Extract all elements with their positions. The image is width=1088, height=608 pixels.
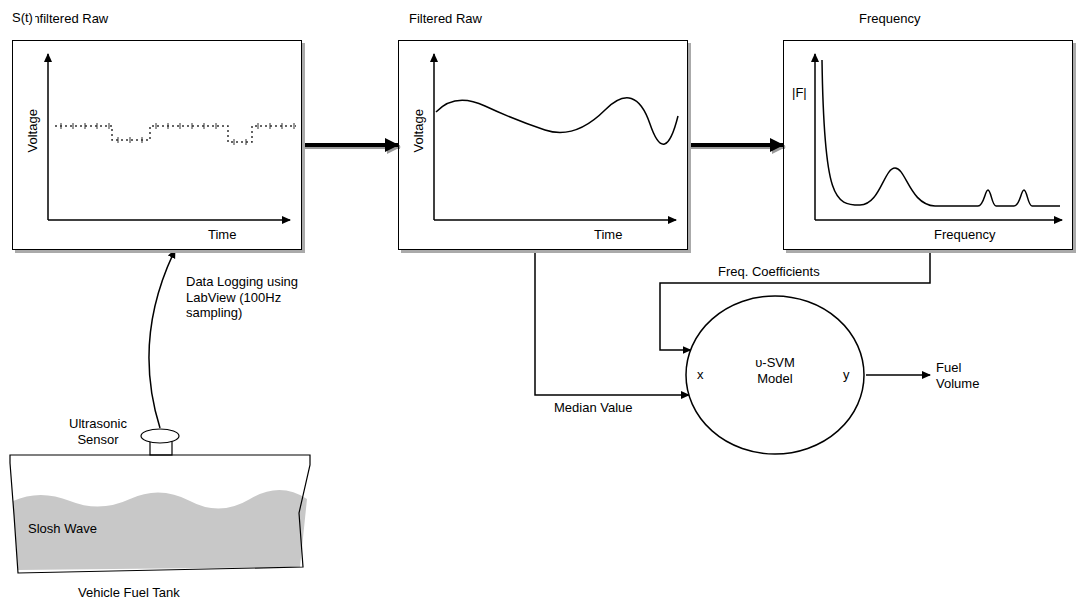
fuel-liquid — [13, 490, 307, 570]
port-label: x — [697, 367, 711, 383]
spectrum-curve — [822, 60, 1060, 206]
port-label: y — [843, 367, 857, 383]
model-circle — [686, 296, 864, 454]
edge-label: Median Value — [552, 400, 635, 416]
output-arrow — [866, 374, 930, 376]
fuel-tank-outline — [10, 455, 310, 580]
fuel-tank: Slosh WaveVehicle Fuel Tank — [10, 455, 310, 580]
panel-heading: Filtered Raw — [409, 11, 609, 27]
filtered-signal — [436, 98, 678, 144]
axis-label: Frequency — [934, 227, 1024, 243]
plot-axes — [48, 54, 1062, 220]
logging-note: Data Logging using LabView (100Hz sampli… — [186, 274, 316, 321]
connector — [149, 250, 175, 428]
axis-label: |F| — [792, 85, 816, 101]
model-label: υ-SVM Model — [745, 355, 805, 386]
panel-heading: Unfiltered Raw — [23, 11, 223, 27]
ultrasonic-sensor-outline — [140, 428, 180, 455]
svm-model: x υ-SVM Model y — [685, 295, 865, 455]
plot-panel: Frequency|F|Frequency — [783, 40, 1073, 250]
panel-heading: Frequency — [859, 11, 1009, 27]
plot-panel: Unfiltered RawVoltageTime — [12, 40, 302, 250]
axis-label: Voltage — [411, 106, 427, 156]
sensor-label: Ultrasonic Sensor — [60, 416, 136, 447]
edge-label: Freq. Coefficients — [716, 264, 822, 280]
flow-arrow — [688, 143, 783, 147]
axis-label: Time — [208, 227, 268, 243]
edge-label: S(t) — [10, 10, 35, 26]
tank-label: Slosh Wave — [28, 521, 138, 537]
ultrasonic-sensor: Ultrasonic Sensor — [140, 428, 180, 455]
output-label: Fuel Volume — [936, 360, 988, 391]
connector — [535, 250, 689, 395]
tank-outline — [10, 455, 310, 573]
axis-label: Time — [594, 227, 654, 243]
sensor-head — [141, 429, 179, 443]
plot-panel: Filtered RawVoltageTime — [398, 40, 688, 250]
tank-caption: Vehicle Fuel Tank — [78, 585, 238, 601]
raw-signal-ticks — [61, 123, 294, 145]
raw-signal — [55, 126, 296, 142]
flow-arrow — [302, 143, 398, 147]
axis-label: Voltage — [25, 106, 41, 156]
